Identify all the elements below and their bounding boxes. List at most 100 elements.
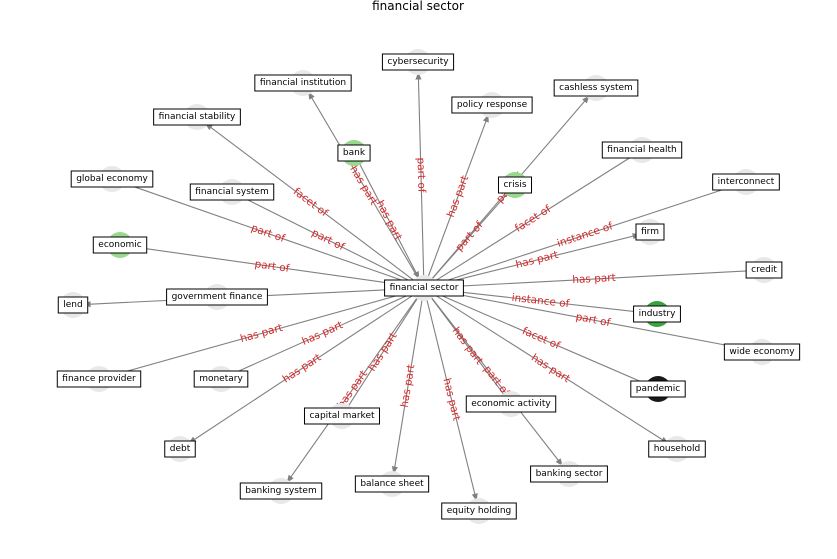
node-finance-provider[interactable]: finance provider: [56, 370, 142, 388]
edge-financial-sector-to-financial-institution: [307, 91, 422, 284]
edge-capital-market-to-financial-sector: [344, 296, 420, 412]
node-label: lend: [63, 300, 82, 310]
edge-label: has part: [281, 352, 324, 386]
node-household[interactable]: household: [648, 440, 706, 458]
node-label-box: [166, 288, 268, 306]
node-economic-activity[interactable]: economic activity: [465, 395, 557, 413]
graph-title: financial sector: [372, 0, 464, 13]
node-debt[interactable]: debt: [164, 440, 196, 458]
edge-monetary-to-financial-sector: [226, 291, 416, 378]
node-industry[interactable]: industry: [633, 305, 681, 323]
edge-financial-sector-to-household: [428, 290, 669, 445]
node-label: household: [654, 444, 701, 454]
node-global-economy[interactable]: global economy: [70, 170, 154, 188]
node-label: balance sheet: [360, 479, 424, 489]
node-label-box: [553, 79, 639, 97]
node-lend[interactable]: lend: [57, 296, 89, 314]
edge-financial-sector-to-balance-sheet: [391, 293, 424, 475]
edge-economic-to-financial-sector: [125, 245, 415, 288]
node-label: credit: [751, 265, 777, 275]
node-label-box: [254, 74, 352, 92]
edge-financial-sector-to-firm: [429, 233, 641, 288]
node-wide-economy[interactable]: wide economy: [723, 343, 801, 361]
node-cashless-system[interactable]: cashless system: [553, 79, 639, 97]
node-financial-sector[interactable]: financial sector: [384, 279, 464, 297]
node-label-box: [451, 96, 533, 114]
node-balance-sheet[interactable]: balance sheet: [354, 475, 430, 493]
node-label: interconnect: [718, 177, 775, 187]
node-label-box: [164, 440, 196, 458]
node-monetary[interactable]: monetary: [193, 370, 249, 388]
node-label-box: [354, 475, 430, 493]
node-label-box: [630, 380, 686, 398]
edge-economic-activity-to-financial-sector: [429, 295, 508, 400]
node-label-box: [303, 407, 381, 425]
edge-finance-provider-to-financial-sector: [104, 290, 415, 378]
node-firm[interactable]: firm: [635, 223, 665, 241]
node-bank[interactable]: bank: [337, 144, 371, 162]
edge-label: instance of: [511, 292, 570, 310]
node-label-box: [465, 395, 557, 413]
edge-global-economy-to-financial-sector: [117, 180, 415, 286]
edge-crisis-to-financial-sector: [430, 189, 512, 281]
edge-financial-sector-to-banking-system: [286, 292, 421, 484]
edge-label: has part: [366, 330, 400, 373]
node-government-finance[interactable]: government finance: [166, 288, 268, 306]
node-label: policy response: [457, 100, 528, 110]
node-interconnect[interactable]: interconnect: [712, 173, 780, 191]
node-label-box: [648, 440, 706, 458]
node-label-box: [239, 482, 323, 500]
edge-label: has part: [529, 352, 572, 385]
node-label: financial system: [195, 187, 268, 197]
node-label: debt: [170, 444, 191, 454]
edge-label: part of: [415, 157, 428, 193]
edge-financial-sector-to-equity-holding: [424, 293, 478, 502]
edge-financial-system-to-financial-sector: [237, 194, 416, 285]
node-crisis[interactable]: crisis: [497, 176, 533, 194]
node-label-box: [384, 279, 464, 297]
node-label-box: [92, 236, 148, 254]
edge-label: facet of: [291, 186, 330, 220]
node-label-box: [530, 465, 608, 483]
node-financial-system[interactable]: financial system: [189, 183, 275, 201]
node-label-box: [633, 305, 681, 323]
node-financial-health[interactable]: financial health: [601, 141, 683, 159]
node-cybersecurity[interactable]: cybersecurity: [381, 53, 455, 71]
node-financial-institution[interactable]: financial institution: [254, 74, 352, 92]
edge-financial-sector-to-industry: [429, 288, 648, 314]
node-banking-system[interactable]: banking system: [239, 482, 323, 500]
node-label-box: [381, 53, 455, 71]
edge-label: has part: [300, 319, 345, 348]
node-capital-market[interactable]: capital market: [303, 407, 381, 425]
node-label-box: [56, 370, 142, 388]
node-label: economic: [98, 240, 141, 250]
node-label-box: [723, 343, 801, 361]
node-label-box: [193, 370, 249, 388]
node-label: monetary: [199, 374, 243, 384]
node-label: government finance: [172, 292, 263, 302]
node-label: cybersecurity: [387, 57, 449, 67]
edge-financial-sector-to-banking-sector: [427, 292, 564, 467]
node-label: financial stability: [159, 112, 236, 122]
edge-financial-sector-to-cybersecurity: [415, 71, 425, 283]
node-label-box: [70, 170, 154, 188]
node-credit[interactable]: credit: [745, 261, 783, 279]
node-policy-response[interactable]: policy response: [451, 96, 533, 114]
edge-label: has part: [239, 322, 284, 345]
edge-financial-sector-to-wide-economy: [429, 288, 753, 351]
node-label-box: [57, 296, 89, 314]
node-banking-sector[interactable]: banking sector: [530, 465, 608, 483]
node-label-box: [337, 144, 371, 162]
node-equity-holding[interactable]: equity holding: [441, 502, 517, 520]
edge-label: part of: [575, 311, 612, 329]
node-economic[interactable]: economic: [92, 236, 148, 254]
edge-financial-sector-to-financial-health: [428, 154, 634, 286]
node-pandemic[interactable]: pandemic: [630, 380, 686, 398]
node-financial-stability[interactable]: financial stability: [153, 108, 241, 126]
node-label-box: [601, 141, 683, 159]
edge-label: has part: [514, 249, 559, 271]
edge-financial-sector-to-policy-response: [425, 114, 490, 283]
node-label: banking system: [245, 486, 316, 496]
edge-label: has part: [445, 174, 471, 219]
